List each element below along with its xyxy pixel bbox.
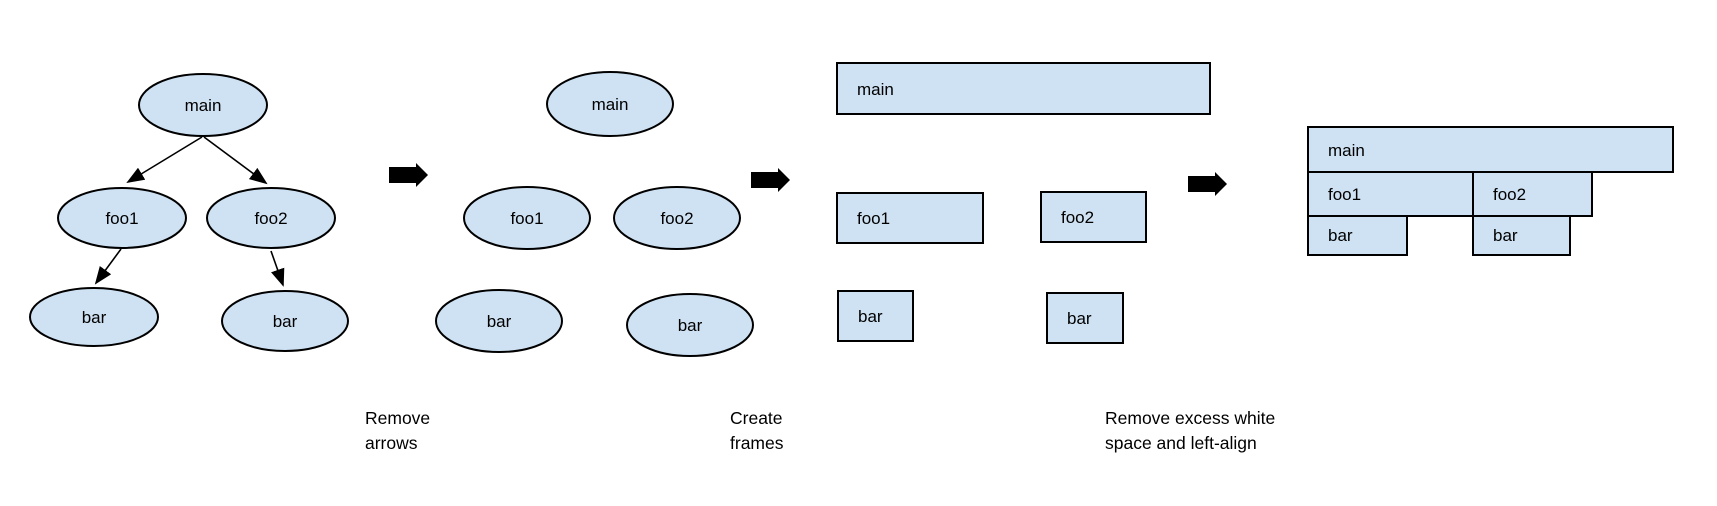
stage-tree: main foo1 foo2 bar bar [29, 73, 349, 352]
frame-main-label: main [857, 80, 894, 99]
noarrow-node-foo2-label: foo2 [660, 209, 693, 228]
flame-bar-right [1472, 215, 1571, 256]
tree-node-main [138, 73, 268, 137]
caption-create-frames-line2: frames [730, 433, 784, 453]
flame-foo2-label: foo2 [1493, 185, 1526, 204]
edge-foo2-bar [270, 250, 285, 287]
frame-foo2-label: foo2 [1061, 208, 1094, 227]
noarrow-node-foo1-label: foo1 [510, 209, 543, 228]
frame-bar-left [837, 290, 914, 342]
frame-foo1 [836, 192, 984, 244]
noarrow-node-foo1 [463, 186, 591, 250]
tree-node-bar-left [29, 287, 159, 347]
frame-bar-left-label: bar [858, 307, 883, 326]
noarrow-node-bar-right [626, 293, 754, 357]
noarrow-node-main [546, 71, 674, 137]
tree-node-bar-right-label: bar [273, 312, 298, 331]
caption-remove-arrows-line1: Remove [365, 408, 430, 428]
noarrow-node-main-label: main [592, 95, 629, 114]
caption-create-frames-line1: Create [730, 408, 783, 428]
step-arrow-1-icon [389, 163, 428, 187]
step-arrow-2-icon [751, 168, 790, 192]
flame-foo2 [1472, 171, 1593, 217]
flame-bar-right-label: bar [1493, 226, 1518, 245]
tree-node-foo2-label: foo2 [254, 209, 287, 228]
tree-node-foo1 [57, 187, 187, 249]
frame-bar-right [1046, 292, 1124, 344]
edge-main-foo1 [126, 136, 203, 184]
tree-node-main-label: main [185, 96, 222, 115]
stage-flame: main foo1 foo2 bar bar [1307, 126, 1674, 256]
edge-foo1-bar [94, 248, 122, 285]
step-captions: Remove arrows Create frames Remove exces… [365, 408, 1275, 453]
caption-remove-arrows-line2: arrows [365, 433, 418, 453]
tree-node-bar-right [221, 290, 349, 352]
frame-foo1-label: foo1 [857, 209, 890, 228]
noarrow-node-bar-left [435, 289, 563, 353]
frame-main [836, 62, 1211, 115]
noarrow-node-foo2 [613, 186, 741, 250]
tree-node-foo2 [206, 187, 336, 249]
stage-frames: main foo1 foo2 bar bar [836, 62, 1211, 344]
step-arrow-3-icon [1188, 172, 1227, 196]
caption-left-align-line2: space and left-align [1105, 433, 1257, 453]
flame-main [1307, 126, 1674, 173]
flame-bar-left-label: bar [1328, 226, 1353, 245]
flame-main-label: main [1328, 141, 1365, 160]
frame-bar-right-label: bar [1067, 309, 1092, 328]
frame-foo2 [1040, 191, 1147, 243]
flame-foo1-label: foo1 [1328, 185, 1361, 204]
stage-no-arrows: main foo1 foo2 bar bar [435, 71, 754, 357]
noarrow-node-bar-left-label: bar [487, 312, 512, 331]
tree-node-bar-left-label: bar [82, 308, 107, 327]
tree-node-foo1-label: foo1 [105, 209, 138, 228]
noarrow-node-bar-right-label: bar [678, 316, 703, 335]
flame-bar-left [1307, 215, 1408, 256]
edge-main-foo2 [203, 136, 268, 185]
caption-left-align-line1: Remove excess white [1105, 408, 1275, 428]
